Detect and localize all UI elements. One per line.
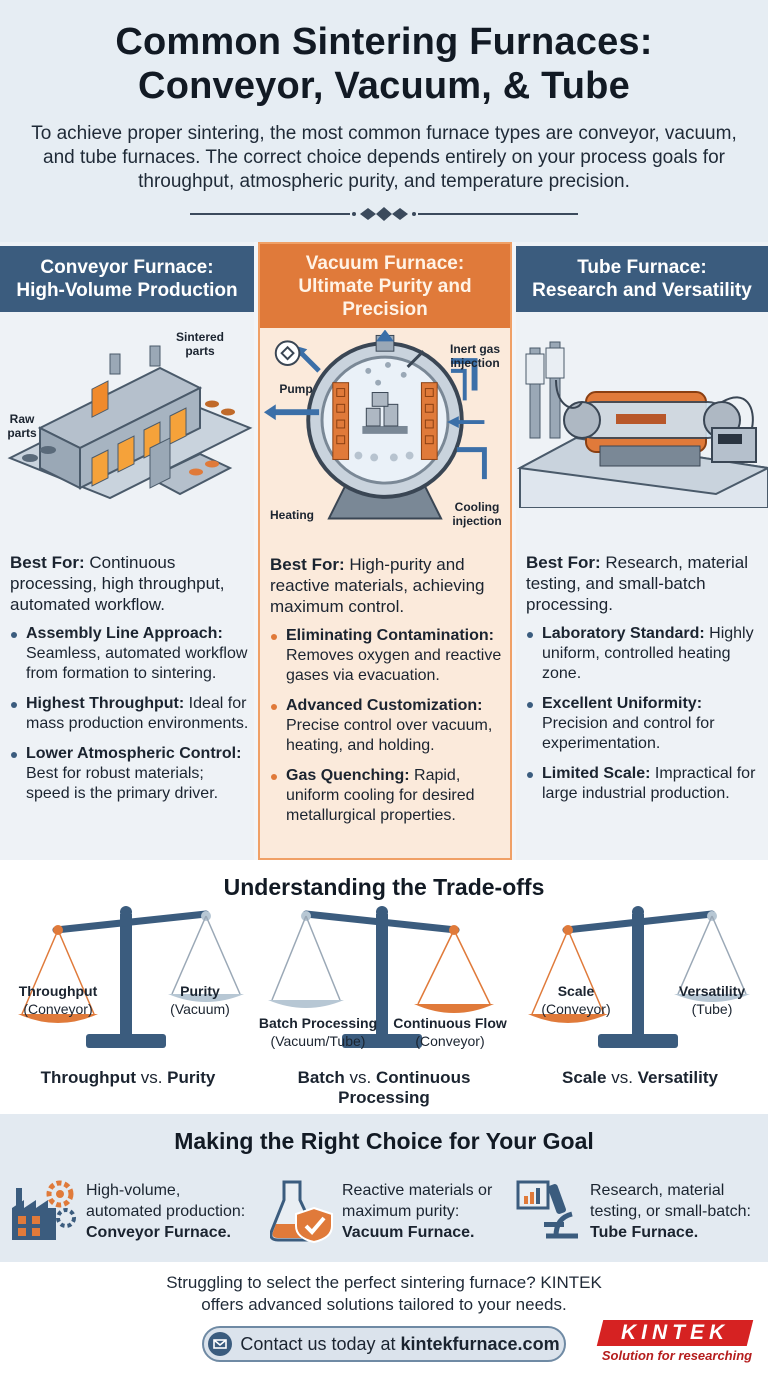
factory-gear-icon — [12, 1180, 76, 1240]
heating-label: Heating — [269, 508, 314, 522]
cooling-injection-label: Cooling injection — [452, 500, 502, 528]
header: Common Sintering Furnaces: Conveyor, Vac… — [0, 0, 768, 242]
vacuum-furnace-illustration-icon — [263, 330, 487, 520]
microscope-chart-icon — [516, 1180, 578, 1239]
list-item: Eliminating Contamination: Removes oxyge… — [270, 626, 506, 686]
balance-scale-icon — [268, 906, 494, 1048]
vacuum-column: Vacuum Furnace:Ultimate Purity and Preci… — [258, 242, 512, 860]
choice-title: Making the Right Choice for Your Goal — [174, 1128, 594, 1154]
conveyor-header: Conveyor Furnace:High-Volume Production — [0, 246, 254, 312]
tube-bullets: Laboratory Standard: Highly uniform, con… — [526, 624, 764, 814]
tradeoffs-section: Understanding the Trade-offs Throughput(… — [0, 860, 768, 1114]
conveyor-furnace-illustration-icon — [7, 345, 253, 500]
tube-header: Tube Furnace:Research and Versatility — [516, 246, 768, 312]
scale-caption: Batch vs. Continuous Processing — [297, 1068, 471, 1107]
scale-caption: Scale vs. Versatility — [562, 1068, 718, 1087]
sintered-parts-label: Sintered parts — [175, 330, 224, 358]
furnace-columns: Conveyor Furnace:High-Volume Production … — [0, 242, 768, 860]
conveyor-bullets: Assembly Line Approach: Seamless, automa… — [10, 624, 250, 814]
tube-furnace-illustration-icon — [516, 341, 768, 508]
list-item: Highest Throughput: Ideal for mass produ… — [10, 694, 250, 734]
cta-text: Struggling to select the perfect sinteri… — [166, 1273, 602, 1314]
balance-scale-icon — [528, 906, 750, 1048]
scale-scale-versatility: Scale(Conveyor) Versatility(Tube) Scale … — [512, 904, 768, 1104]
vacuum-best-for: Best For: High-purity and reactive mater… — [270, 555, 485, 616]
scale-throughput-purity: Throughput(Conveyor) Purity(Vacuum) Thro… — [0, 904, 256, 1104]
flask-shield-icon — [270, 1180, 333, 1244]
raw-parts-label: Raw parts — [7, 412, 37, 440]
list-item: Lower Atmospheric Control: Best for robu… — [10, 744, 250, 804]
list-item: Assembly Line Approach: Seamless, automa… — [10, 624, 250, 684]
choice-tube: Research, material testing, or small-bat… — [516, 1178, 766, 1254]
balance-scale-icon — [18, 906, 244, 1048]
inert-gas-label: Inert gas injection — [449, 342, 500, 370]
tradeoffs-title: Understanding the Trade-offs — [223, 874, 545, 900]
choice-vacuum: Reactive materials or maximum purity: Va… — [270, 1178, 510, 1254]
choice-section: Making the Right Choice for Your Goal Hi… — [0, 1114, 768, 1262]
list-item: Advanced Customization: Precise control … — [270, 696, 506, 756]
conveyor-best-for: Best For: Continuous processing, high th… — [10, 553, 225, 614]
list-item: Gas Quenching: Rapid, uniform cooling fo… — [270, 766, 506, 826]
kintek-logo: KINTEK Solution for researching — [592, 1320, 762, 1366]
list-item: Limited Scale: Impractical for large ind… — [526, 764, 764, 804]
conveyor-column: Conveyor Furnace:High-Volume Production … — [0, 242, 254, 860]
scale-batch-continuous: Batch Processing(Vacuum/Tube) Continuous… — [256, 904, 512, 1107]
intro-text: To achieve proper sintering, the most co… — [31, 123, 737, 192]
scale-caption: Throughput vs. Purity — [40, 1068, 216, 1087]
contact-link[interactable]: kintekfurnace.com — [400, 1333, 560, 1354]
list-item: Excellent Uniformity: Precision and cont… — [526, 694, 764, 754]
vacuum-header: Vacuum Furnace:Ultimate Purity and Preci… — [260, 244, 510, 328]
choice-conveyor: High-volume, automated production: Conve… — [10, 1178, 260, 1254]
tube-best-for: Best For: Research, material testing, an… — [526, 553, 749, 614]
pump-label: Pump — [279, 382, 313, 396]
tube-column: Tube Furnace:Research and Versatility Be… — [516, 242, 768, 860]
list-item: Laboratory Standard: Highly uniform, con… — [526, 624, 764, 684]
mail-icon — [208, 1332, 233, 1356]
footer: Struggling to select the perfect sinteri… — [0, 1262, 768, 1376]
page-title: Common Sintering Furnaces: Conveyor, Vac… — [115, 21, 653, 107]
ornament-divider-icon — [190, 207, 578, 221]
vacuum-bullets: Eliminating Contamination: Removes oxyge… — [270, 626, 506, 836]
